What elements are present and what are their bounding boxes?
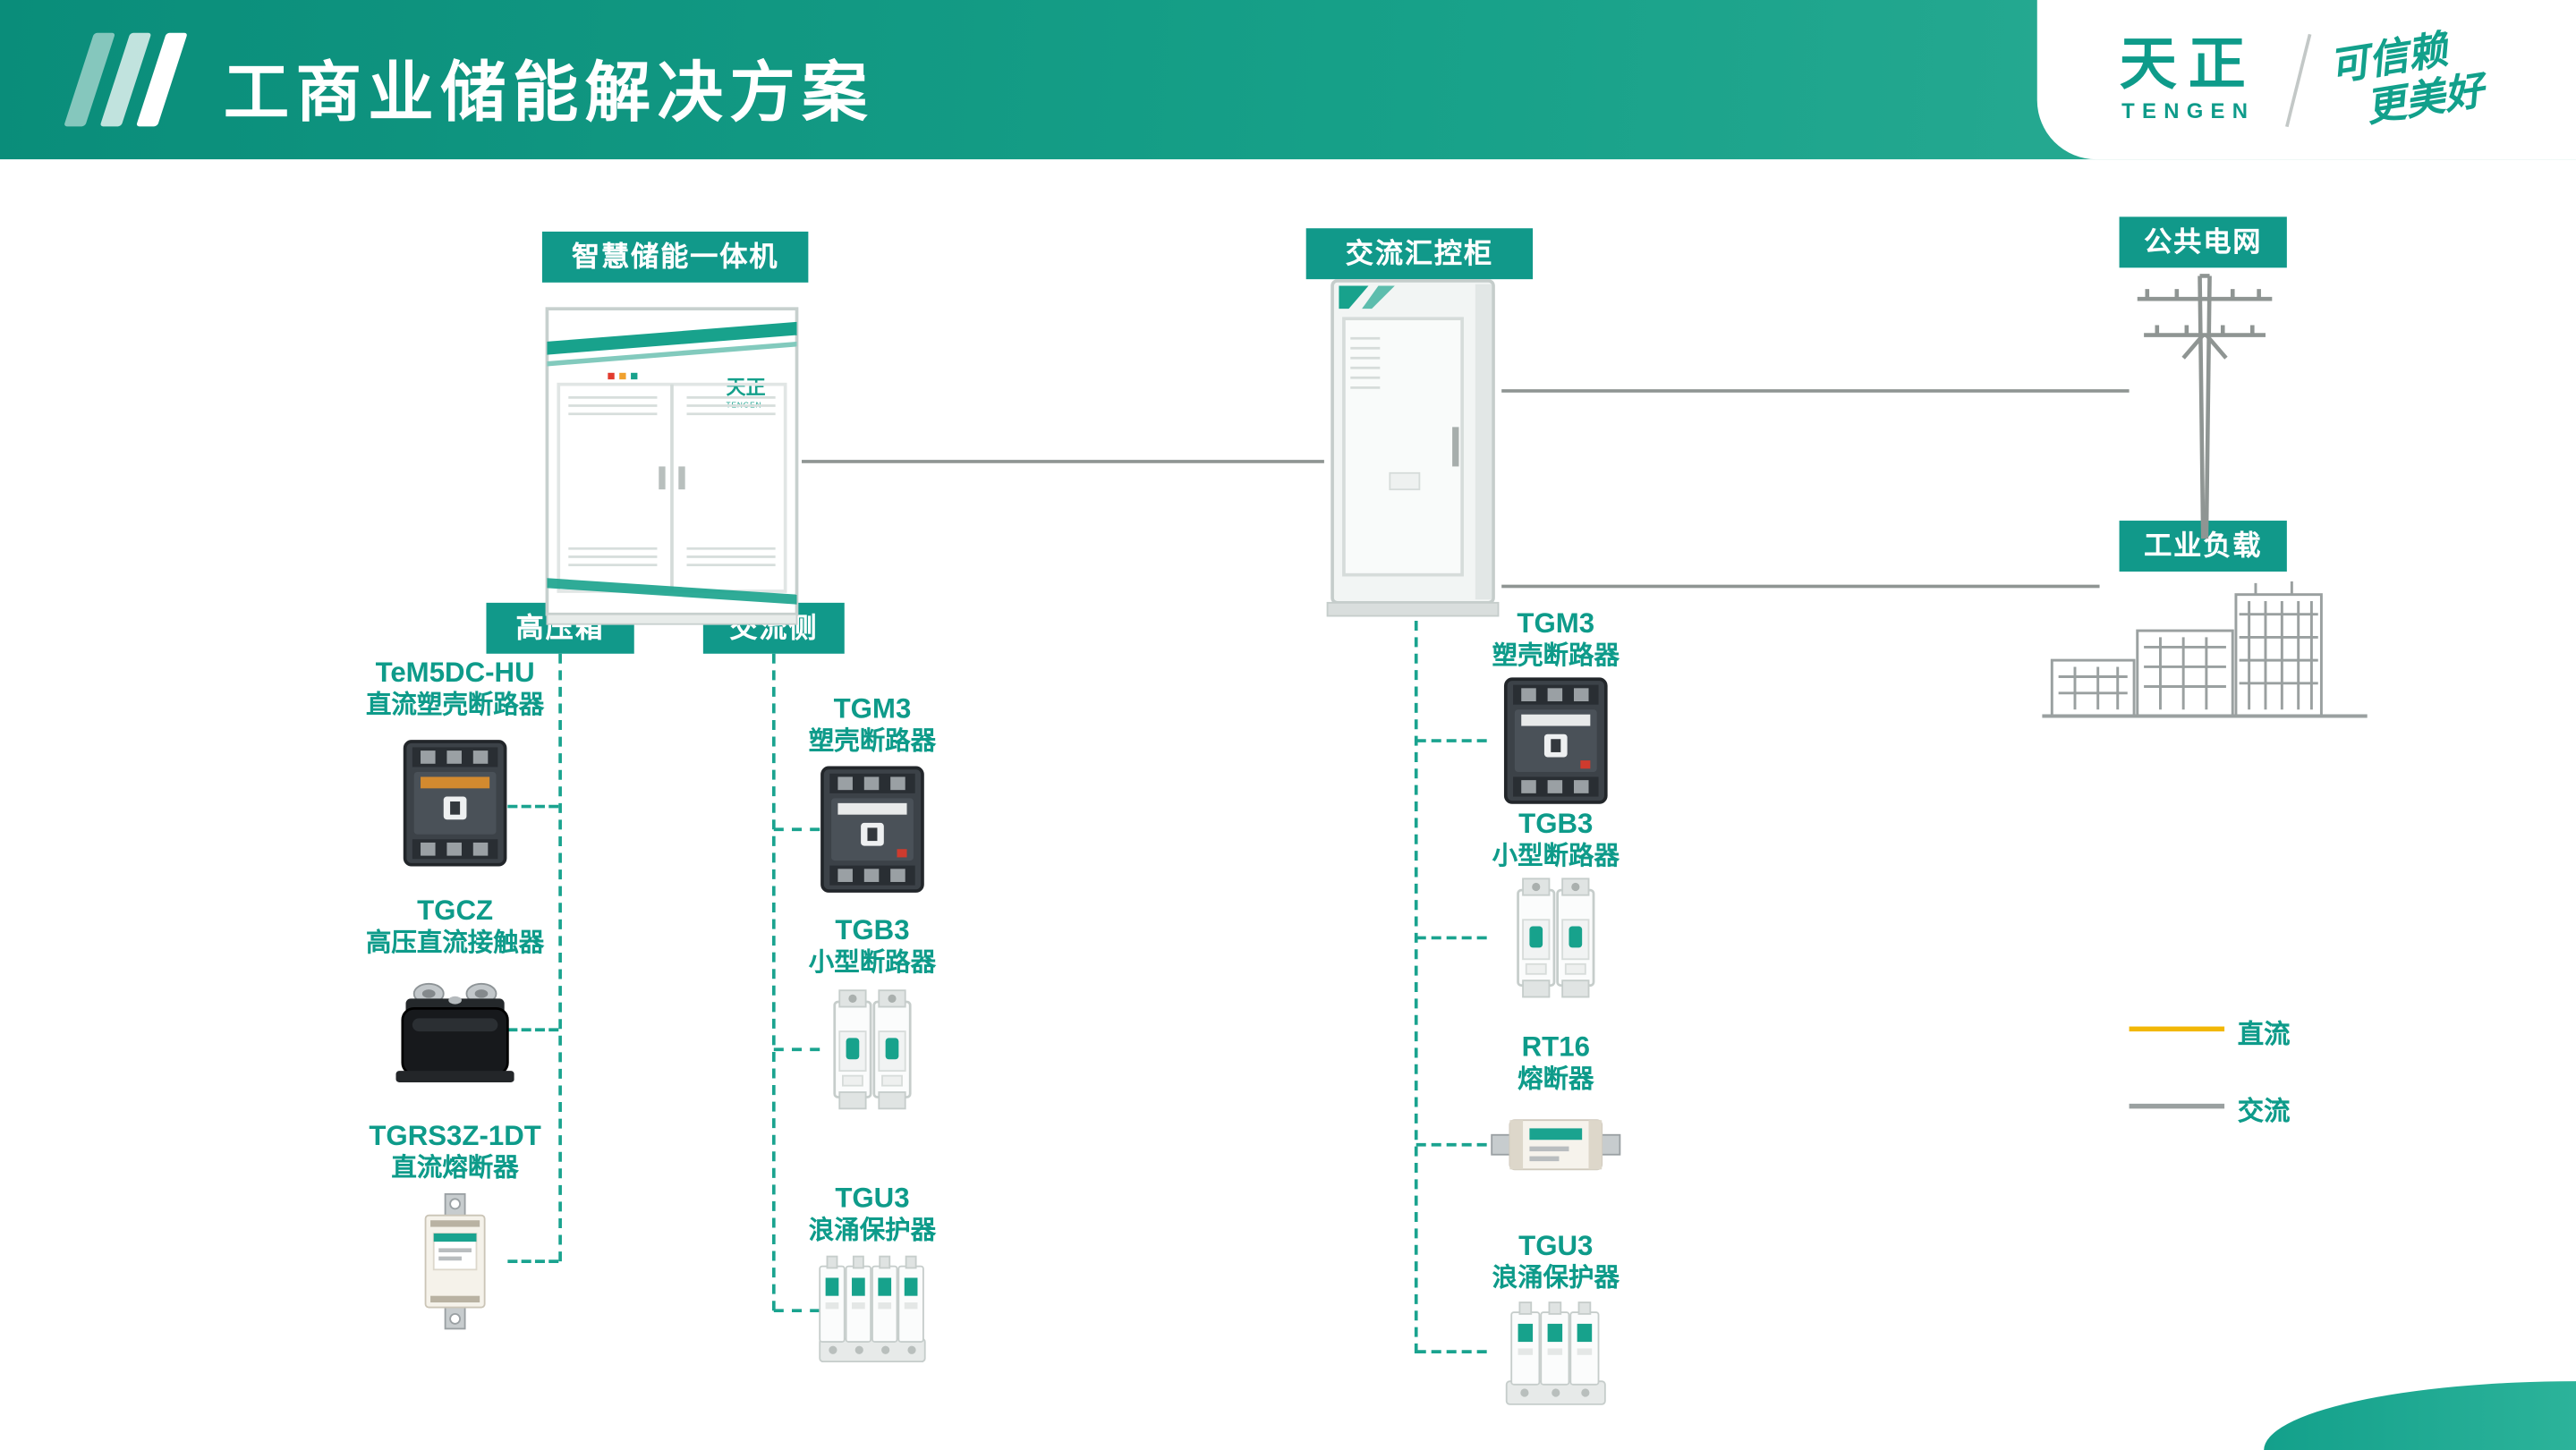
connector-accabinet-to-grid: [1501, 389, 2130, 393]
dashed-stub-acside-3: [773, 1309, 820, 1313]
title-bars-icon: [64, 32, 188, 127]
rt16-fuse-image: [1490, 1108, 1621, 1189]
brand-slogan: 可信赖 更美好: [2326, 23, 2487, 136]
tag-ac-cabinet: 交流汇控柜: [1305, 228, 1534, 280]
product-label-hv-1: TeM5DC-HU 直流塑壳断路器: [365, 657, 545, 720]
tag-grid: 公共电网: [2119, 216, 2287, 268]
legend-dc-line: [2129, 1026, 2225, 1032]
ac-cabinet-illustration: [1324, 276, 1501, 625]
product-label-acside-3: TGU3 浪涌保护器: [808, 1182, 937, 1245]
brand-logo: 天正 TENGEN: [2120, 36, 2257, 123]
dashed-trunk-acside: [771, 653, 776, 1311]
svg-text:天正: 天正: [727, 377, 766, 399]
dc-fuse-image: [411, 1192, 499, 1338]
legend-ac-line: [2129, 1103, 2225, 1109]
mccb-image-accab: [1503, 676, 1609, 812]
dashed-stub-hv-1: [507, 804, 559, 809]
dashed-stub-hv-2: [507, 1028, 559, 1032]
product-label-acside-2: TGB3 小型断路器: [808, 914, 937, 978]
corner-decoration: [2264, 1381, 2576, 1450]
product-label-acside-1: TGM3 塑壳断路器: [808, 692, 937, 756]
industrial-load-illustration: [2042, 581, 2368, 734]
tag-ess: 智慧储能一体机: [541, 231, 809, 283]
legend-dc-label: 直流: [2237, 1022, 2291, 1050]
dashed-stub-acside-2: [773, 1047, 820, 1052]
dashed-stub-hv-3: [507, 1259, 559, 1263]
dashed-stub-accabinet-2: [1416, 936, 1487, 940]
mcb-image-accab: [1517, 876, 1595, 1009]
mccb-dc-image: [403, 739, 508, 875]
dashed-stub-accabinet-4: [1416, 1350, 1487, 1353]
brand-panel: 天正 TENGEN 可信赖 更美好: [2036, 0, 2576, 160]
dashed-stub-accabinet-1: [1416, 739, 1487, 742]
product-label-hv-3: TGRS3Z-1DT 直流熔断器: [369, 1120, 541, 1183]
brand-divider: [2285, 32, 2312, 127]
dashed-stub-accabinet-3: [1416, 1142, 1487, 1147]
product-label-accab-3: RT16 熔断器: [1518, 1031, 1594, 1094]
spd-image-acside: [818, 1253, 926, 1377]
dashed-trunk-accabinet: [1414, 621, 1418, 1353]
dashed-stub-acside-1: [773, 827, 820, 832]
product-label-hv-2: TGCZ 高压直流接触器: [365, 895, 545, 958]
connector-ess-to-accabinet: [802, 460, 1324, 463]
legend-ac-label: 交流: [2237, 1098, 2291, 1127]
product-label-accab-2: TGB3 小型断路器: [1492, 808, 1620, 871]
spd-image-accab: [1505, 1299, 1607, 1419]
dashed-trunk-hv: [558, 653, 562, 1262]
connector-accabinet-to-load: [1501, 584, 2100, 589]
mccb-image-acside: [820, 766, 925, 902]
page-title: 工商业储能解决方案: [223, 57, 874, 131]
utility-pole-illustration: [2128, 266, 2279, 553]
brand-logo-en: TENGEN: [2121, 98, 2256, 123]
product-label-accab-1: TGM3 塑壳断路器: [1492, 607, 1620, 671]
brand-logo-cn: 天正: [2119, 32, 2257, 98]
product-label-accab-4: TGU3 浪涌保护器: [1492, 1230, 1620, 1293]
ess-cabinet-illustration: 天正 TENGEN: [542, 302, 802, 636]
mcb-image-acside: [833, 987, 912, 1120]
dc-contactor-image: [395, 976, 514, 1092]
